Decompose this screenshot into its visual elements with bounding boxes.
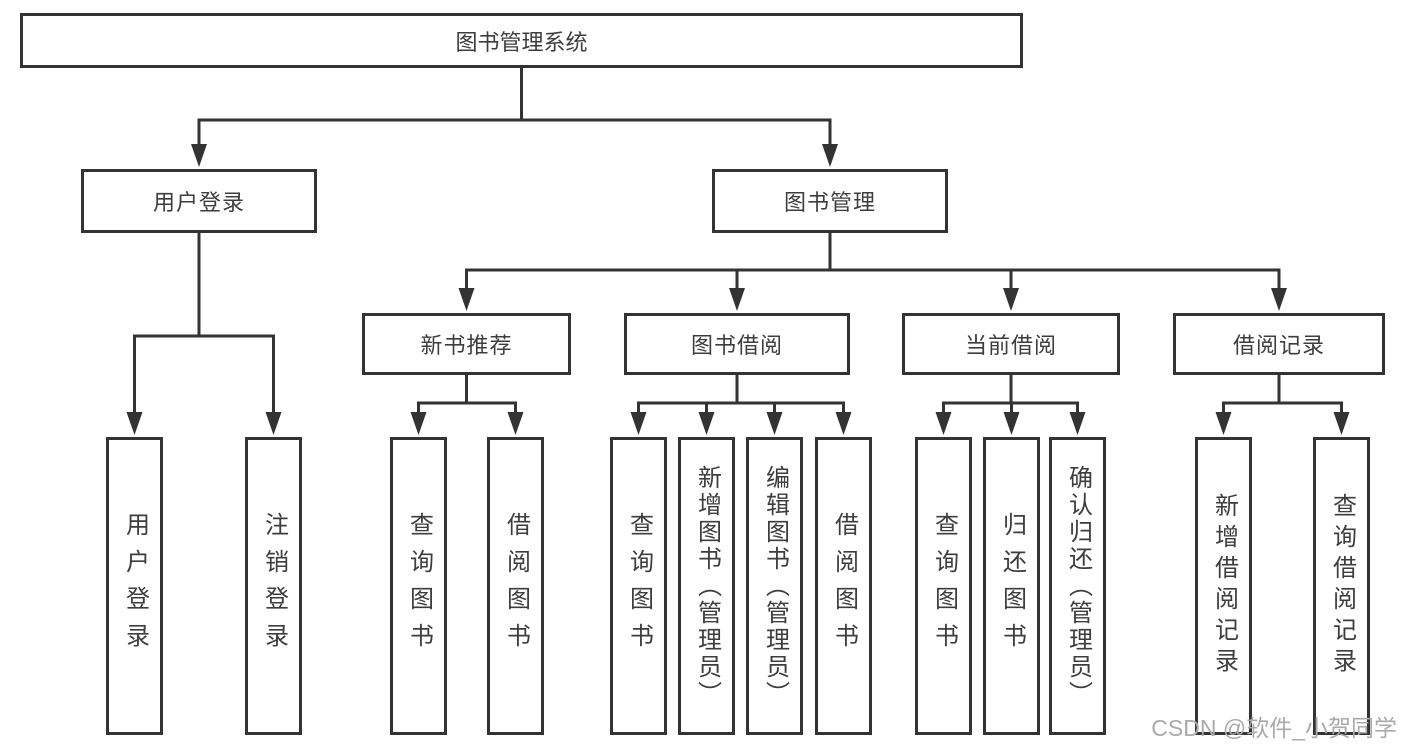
node-current-borrowing: 当前借阅 [902,313,1120,375]
arrowhead-down [265,412,282,435]
arrowhead-down [1333,412,1350,435]
connector-new-book-recommend-children [410,375,524,435]
node-root-library-system: 图书管理系统 [20,13,1023,68]
arrowhead-down [126,412,143,435]
arrowhead-down [935,412,952,435]
node-label: 新书推荐 [420,333,513,358]
node-book-borrowing: 图书借阅 [624,313,850,375]
leaf-query-books-1: 查询图书 [390,437,447,735]
node-new-book-recommend: 新书推荐 [362,313,571,375]
leaf-edit-books-admin: 编辑图书（管理员） [746,437,803,735]
node-label: 图书借阅 [690,333,783,358]
arrowhead-down [630,412,647,435]
arrowhead-down [507,412,524,435]
arrowhead-down [1215,412,1232,435]
leaf-add-borrow-record: 新增借阅记录 [1195,437,1252,735]
arrowhead-down [1271,288,1287,311]
arrowhead-down [766,412,783,435]
arrowhead-down [1003,288,1019,311]
node-label: 当前借阅 [964,333,1057,358]
node-label: 归还图书 [998,512,1026,660]
arrowhead-down [458,288,475,311]
connector-borrowing-records-children [1215,375,1350,435]
node-label: 借阅图书 [502,512,530,660]
leaf-add-books-admin: 新增图书（管理员） [678,437,735,735]
node-label: 图书管理 [783,190,876,215]
node-label: 新增借阅记录 [1210,493,1238,679]
node-label: 注销登录 [260,512,288,660]
connector-root-to-level2 [191,68,838,167]
leaf-query-borrow-record: 查询借阅记录 [1313,437,1370,735]
arrowhead-down [1069,412,1086,435]
arrowhead-down [1003,412,1020,435]
node-label: 查询借阅记录 [1328,493,1356,679]
arrowhead-down [822,144,838,167]
node-label: 查询图书 [625,512,653,660]
leaf-borrow-books-2: 借阅图书 [815,437,872,735]
node-label: 借阅图书 [830,512,858,660]
node-label: 编辑图书（管理员） [761,464,789,708]
node-label: 查询图书 [930,512,958,660]
node-label: 借阅记录 [1232,333,1325,358]
leaf-return-books: 归还图书 [983,437,1040,735]
arrowhead-down [835,412,852,435]
arrowhead-down [191,144,207,167]
leaf-query-books-3: 查询图书 [915,437,972,735]
node-user-login: 用户登录 [81,169,317,233]
node-label: 新增图书（管理员） [693,464,721,708]
arrowhead-down [729,288,745,311]
leaf-confirm-return-admin: 确认归还（管理员） [1049,437,1106,735]
arrowhead-down [698,412,715,435]
connector-current-borrowing-children [935,375,1086,435]
node-label: 用户登录 [121,512,149,660]
node-label: 查询图书 [405,512,433,660]
node-book-management: 图书管理 [712,169,948,233]
connector-book-management-children [458,233,1287,311]
leaf-borrow-books-1: 借阅图书 [487,437,544,735]
connector-book-borrowing-children [630,375,852,435]
arrowhead-down [410,412,427,435]
node-label: 确认归还（管理员） [1064,464,1092,708]
leaf-logout: 注销登录 [245,437,302,735]
node-label: 图书管理系统 [455,29,588,55]
leaf-query-books-2: 查询图书 [610,437,667,735]
leaf-user-login: 用户登录 [106,437,163,735]
connector-user-login-children [126,233,282,435]
node-borrowing-records: 借阅记录 [1173,313,1385,375]
csdn-watermark: CSDN @软件_小贺同学 [1151,715,1397,741]
node-label: 用户登录 [152,190,245,215]
